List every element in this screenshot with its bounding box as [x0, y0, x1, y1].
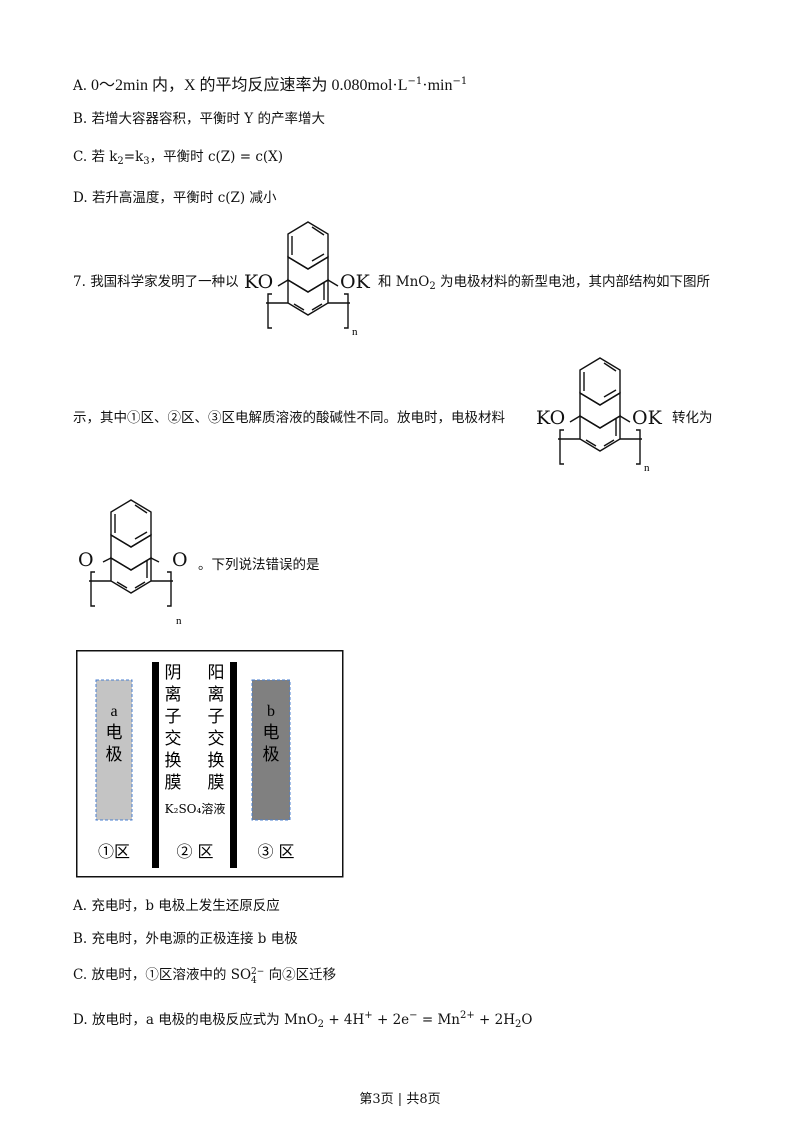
q7-line1-cont: 和 MnO2 为电极材料的新型电池，其内部结构如下图所 — [378, 274, 711, 292]
electrode-a-label-3: 极 — [106, 745, 123, 765]
anion-membrane-char-6: 膜 — [165, 773, 182, 792]
q6-option-c: C. 若 k2=k3，平衡时 c(Z) = c(X) — [73, 149, 284, 167]
q7-option-b: B. 充电时，外电源的正极连接 b 电极 — [73, 931, 298, 947]
o-label-right: O — [172, 549, 188, 571]
electrode-b-label-1: b — [267, 703, 275, 720]
q7-line3: 。下列说法错误的是 — [198, 557, 320, 573]
n-label: n — [176, 615, 182, 627]
molecule-reactant-1: KO OK n — [244, 221, 371, 338]
q7-option-a: A. 充电时，b 电极上发生还原反应 — [73, 898, 280, 914]
cation-membrane-char-1: 阳 — [208, 663, 225, 682]
o-label-left: O — [78, 549, 94, 571]
cation-membrane-char-3: 子 — [208, 707, 225, 726]
anion-membrane-char-4: 交 — [165, 729, 182, 748]
page-footer: 第3页 | 共8页 — [359, 1092, 441, 1107]
q6-option-d: D. 若升高温度，平衡时 c(Z) 减小 — [73, 190, 277, 206]
electrode-a-label-2: 电 — [106, 723, 123, 743]
electrode-a — [95, 679, 133, 821]
anion-membrane-char-3: 子 — [165, 707, 182, 726]
ok-label: OK — [340, 271, 371, 293]
electrode-a-label-1: a — [110, 703, 117, 720]
anion-exchange-membrane — [152, 662, 159, 868]
q6-option-b: B. 若增大容器容积，平衡时 Y 的产率增大 — [73, 111, 326, 127]
ko-label: KO — [244, 271, 273, 293]
cation-membrane-char-2: 离 — [208, 685, 225, 704]
molecule-reactant-2: KO OK n — [536, 357, 663, 474]
cation-membrane-char-5: 换 — [208, 751, 225, 770]
zone-3-label: ③ 区 — [257, 842, 294, 861]
molecule-product: O O n — [78, 499, 188, 627]
battery-diagram: a 电 极 b 电 极 阴 离 子 交 换 膜 阳 离 子 交 换 膜 K₂SO… — [76, 650, 344, 878]
anion-membrane-char-2: 离 — [165, 685, 182, 704]
cation-membrane-char-6: 膜 — [208, 773, 225, 792]
electrode-b-label-2: 电 — [263, 723, 280, 743]
q7-line2: 示，其中①区、②区、③区电解质溶液的酸碱性不同。放电时，电极材料 — [73, 410, 505, 426]
q7-option-d: D. 放电时，a 电极的电极反应式为 MnO2 + 4H+ + 2e− = Mn… — [73, 1010, 533, 1030]
solution-label: K₂SO₄溶液 — [165, 801, 226, 816]
anion-membrane-char-5: 换 — [165, 751, 182, 770]
electrode-b-label-3: 极 — [263, 745, 280, 765]
zone-1-label: ①区 — [98, 842, 130, 861]
q7-line2-end: 转化为 — [672, 410, 713, 426]
ok-label: OK — [632, 407, 663, 429]
electrode-b — [251, 679, 291, 821]
anion-membrane-char-1: 阴 — [165, 663, 182, 682]
cation-exchange-membrane — [230, 662, 237, 868]
n-label: n — [644, 462, 650, 474]
q7-line1: 7. 我国科学家发明了一种以 — [73, 274, 239, 290]
zone-2-label: ② 区 — [176, 842, 213, 861]
n-label: n — [352, 326, 358, 338]
cation-membrane-char-4: 交 — [208, 729, 225, 748]
ko-label: KO — [536, 407, 565, 429]
q6-option-a: A. 0～2min 内，X 的平均反应速率为 0.080mol·L−1·min−… — [73, 76, 468, 94]
